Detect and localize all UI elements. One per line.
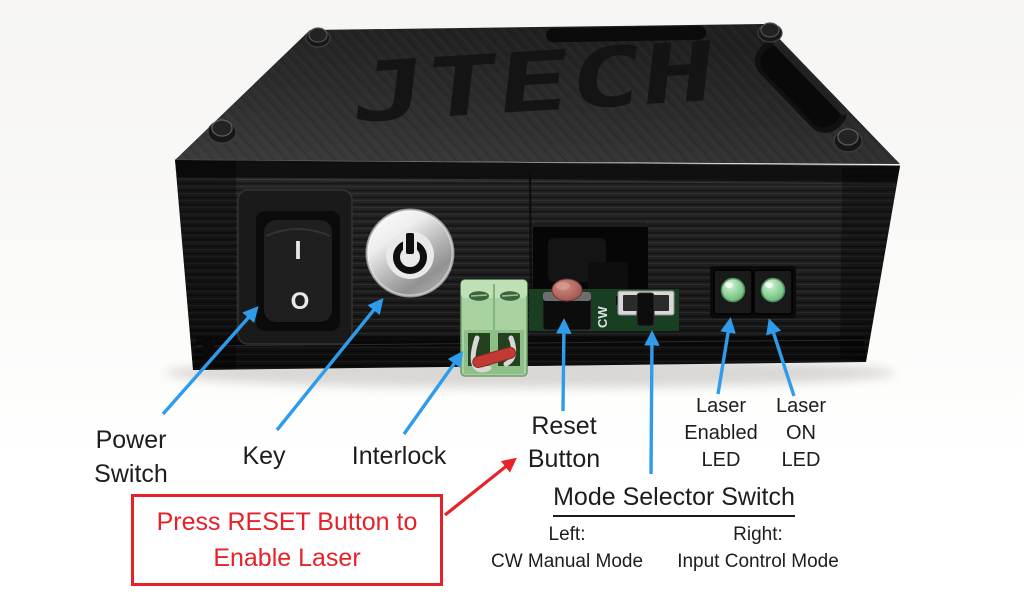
pcb-cw-marking: CW: [595, 306, 610, 328]
interlock-label: Interlock: [351, 442, 447, 470]
bolt-icon: [207, 119, 237, 144]
mode-selector-switch: [617, 290, 675, 327]
reset-note-line2: Enable Laser: [213, 544, 361, 572]
mode-right-value: Input Control Mode: [677, 551, 839, 572]
enclosure-top-face: JTECH: [174, 22, 901, 167]
annotation-arrows: [161, 297, 796, 475]
reset-label-line1: Reset: [531, 412, 597, 440]
reset-note-arrow: [444, 457, 517, 517]
power-switch-label-line1: Power: [95, 426, 167, 454]
interlock-jumper-wire: [470, 335, 517, 373]
power-symbol-keyhole: [393, 233, 427, 274]
laser-enabled-led-label: Laser Enabled LED: [684, 395, 758, 471]
brand-text: JTECH: [348, 24, 720, 142]
slide-knob: [636, 292, 655, 327]
mode-left-heading: Left:: [548, 524, 586, 545]
reset-label-line2: Button: [527, 445, 601, 473]
mode-left-description: Left: CW Manual Mode: [480, 521, 654, 575]
laser-on-led: [760, 277, 786, 303]
bolt-icon: [305, 27, 331, 48]
top-slot: [546, 25, 706, 43]
reset-button-label: Reset Button: [512, 410, 616, 476]
reset-button: [542, 278, 592, 331]
enclosure: JTECH: [174, 22, 901, 377]
enclosure-front-face: I O CW: [175, 160, 900, 370]
bolt-icon: [757, 22, 783, 43]
power-switch: I O: [237, 189, 353, 345]
power-switch-label-line2: Switch: [94, 460, 168, 488]
rocker-on-marking: I: [294, 235, 301, 265]
bolt-icon: [833, 128, 863, 153]
reset-button-arrow: [556, 318, 572, 412]
interlock-arrow: [402, 350, 464, 435]
led-indicators: [710, 266, 796, 318]
left-notch: [203, 338, 214, 362]
interlock-terminal: [460, 279, 528, 377]
laser-on-arrow: [766, 318, 796, 397]
reset-note-box: Press RESET Button to Enable Laser: [131, 494, 443, 586]
mode-selector-arrow: [644, 330, 660, 475]
corner-bolts: [207, 22, 863, 153]
laser-on-led-label: Laser ON LED: [775, 395, 827, 471]
corner-recess: [754, 37, 849, 134]
rocker-off-marking: O: [291, 288, 310, 315]
key-label: Key: [242, 442, 286, 470]
reset-note-line1: Press RESET Button to: [156, 508, 418, 536]
laser-enabled-arrow: [716, 317, 736, 395]
mode-right-heading: Right:: [733, 524, 783, 545]
power-switch-label: Power Switch: [70, 423, 192, 491]
brand-engraving: JTECH: [348, 24, 720, 142]
mode-right-description: Right: Input Control Mode: [666, 521, 850, 575]
mode-left-value: CW Manual Mode: [490, 551, 644, 572]
power-switch-arrow: [161, 306, 259, 416]
laser-enabled-led: [720, 277, 746, 303]
rocker: [262, 218, 334, 324]
key-switch: [365, 208, 455, 298]
mode-selector-title: Mode Selector Switch: [538, 483, 810, 517]
key-arrow: [275, 297, 384, 432]
